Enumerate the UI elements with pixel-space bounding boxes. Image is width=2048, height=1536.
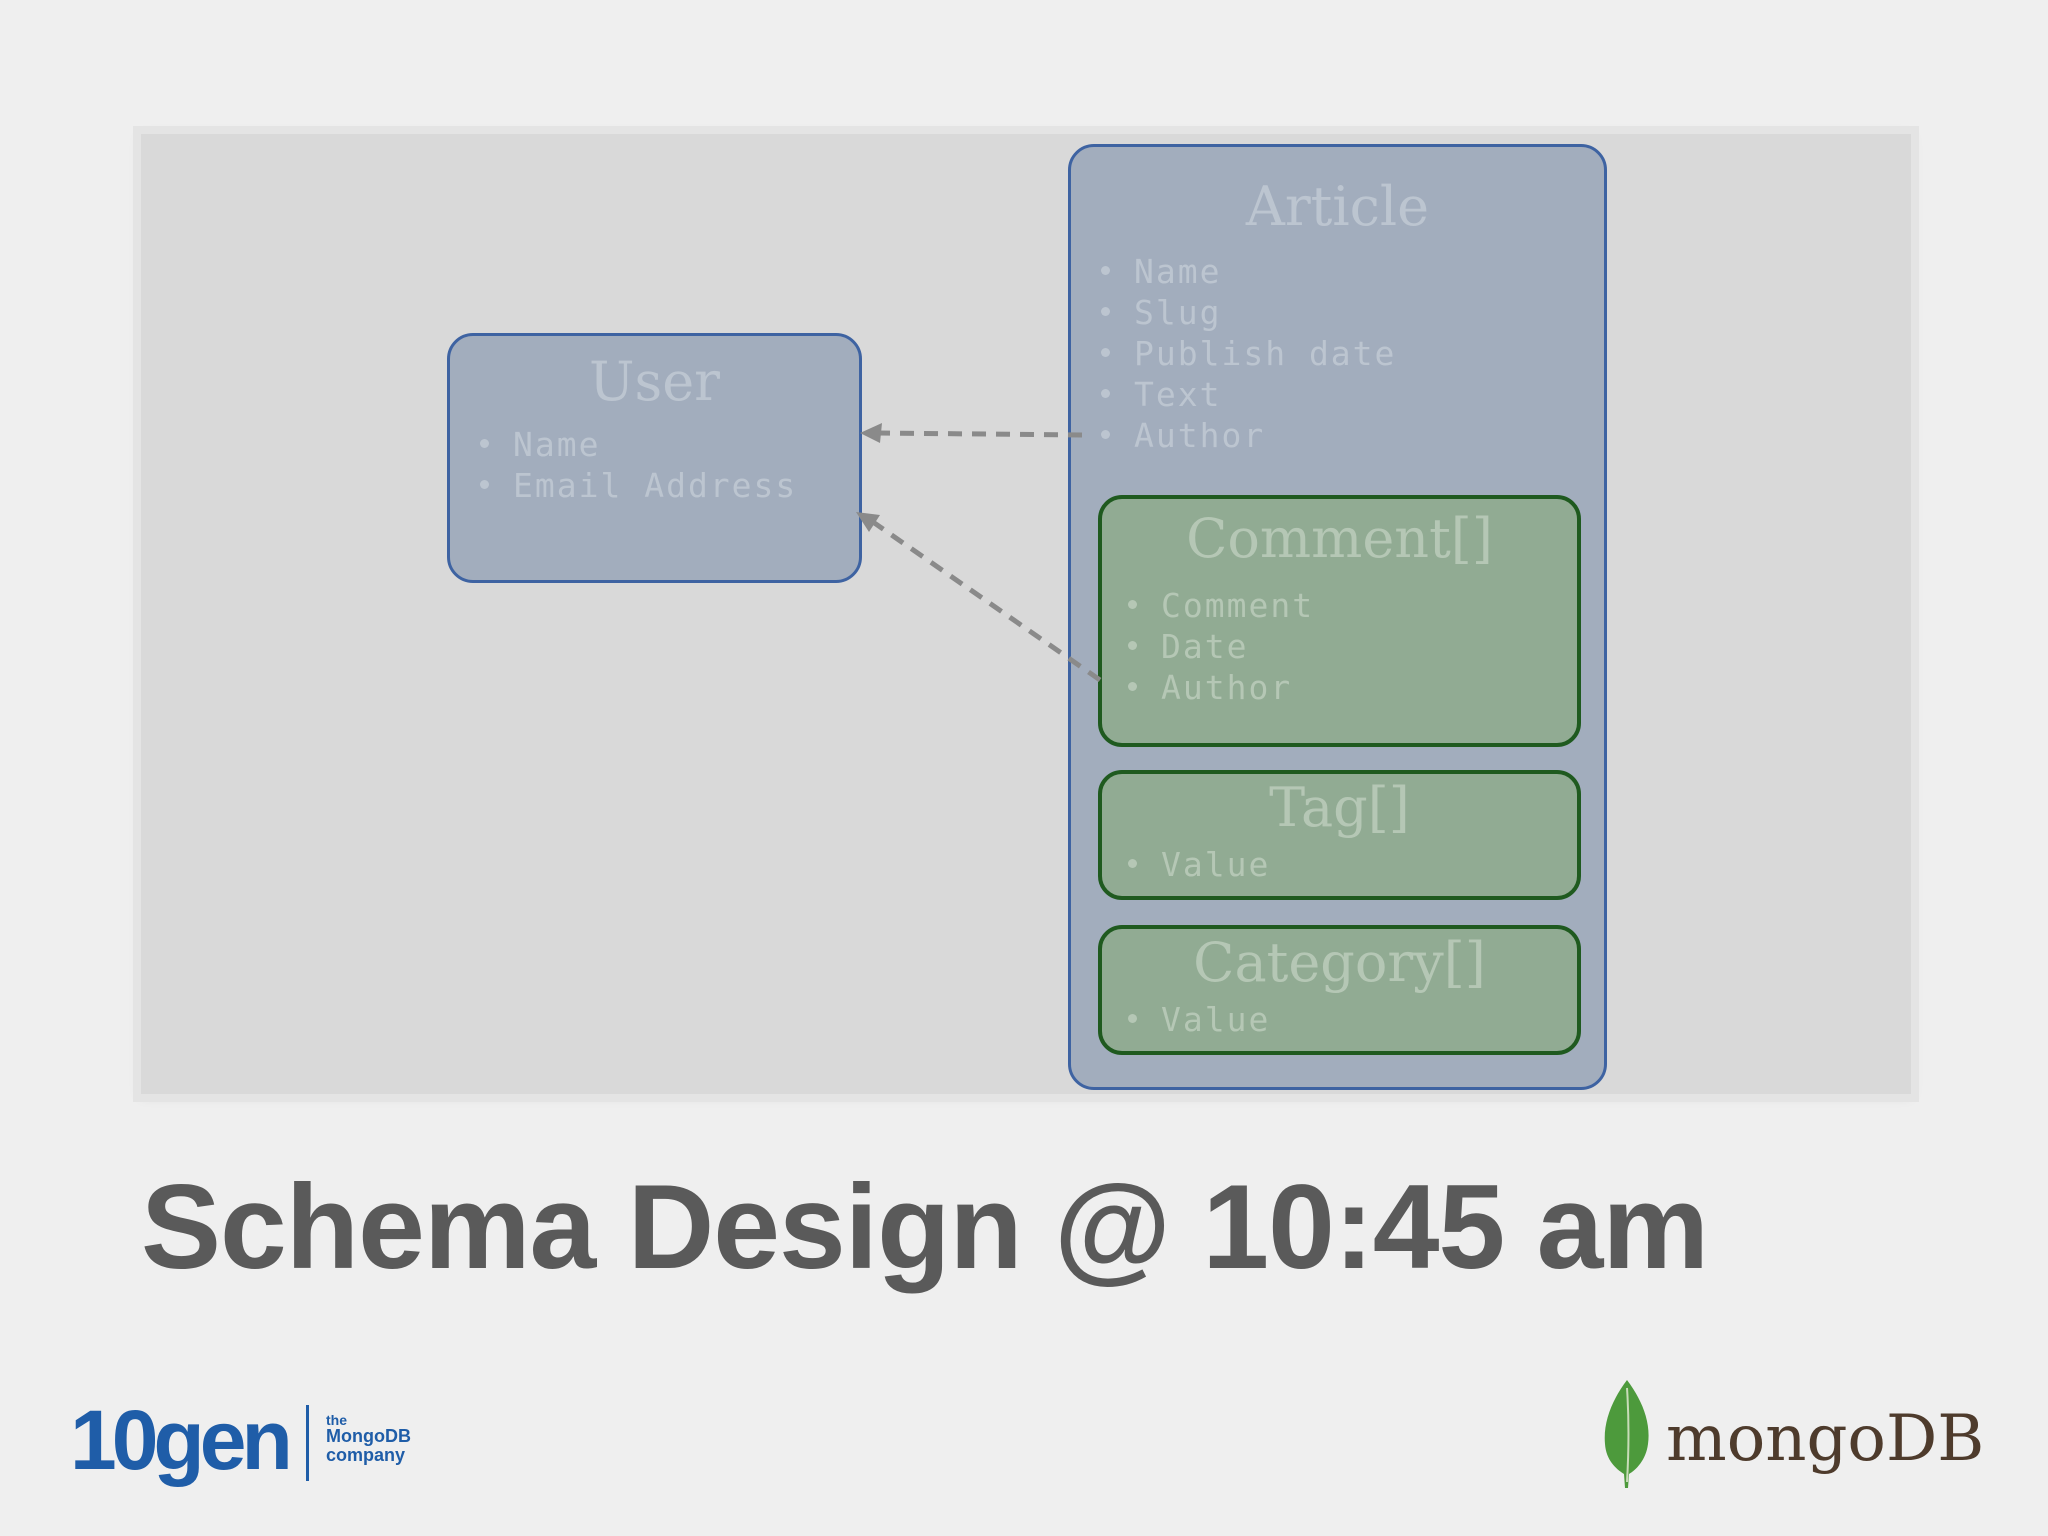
- category-field: Value: [1128, 999, 1270, 1040]
- article-field-list: Name Slug Publish date Text Author: [1101, 251, 1396, 456]
- category-field-list: Value: [1128, 999, 1270, 1040]
- mongodb-wordmark: mongoDB: [1666, 1402, 1985, 1476]
- article-field: Text: [1101, 374, 1396, 415]
- 10gen-logo: 10gen the MongoDB company: [70, 1395, 430, 1485]
- comment-field: Comment: [1128, 585, 1314, 626]
- comment-field: Author: [1128, 667, 1314, 708]
- article-field: Name: [1101, 251, 1396, 292]
- tagline-line: the: [326, 1412, 347, 1428]
- leaf-icon: [1604, 1380, 1649, 1488]
- slide-headline: Schema Design @ 10:45 am: [141, 1160, 1709, 1294]
- article-field: Slug: [1101, 292, 1396, 333]
- user-entity-title: User: [589, 350, 720, 413]
- tag-embedded-box: Tag[] Value: [1098, 770, 1581, 900]
- article-entity-title: Article: [1245, 175, 1430, 238]
- logo-divider: [306, 1405, 309, 1481]
- user-field-list: Name Email Address: [480, 424, 797, 506]
- user-field: Name: [480, 424, 797, 465]
- tag-field-list: Value: [1128, 844, 1270, 885]
- mongodb-logo: mongoDB: [1602, 1372, 1985, 1492]
- article-field: Author: [1101, 415, 1396, 456]
- tag-entity-title: Tag[]: [1269, 776, 1410, 839]
- category-entity-title: Category[]: [1193, 931, 1486, 994]
- tag-field: Value: [1128, 844, 1270, 885]
- diagram-panel: [141, 134, 1911, 1094]
- 10gen-wordmark: 10gen: [70, 1393, 293, 1487]
- tagline-line: company: [326, 1445, 406, 1465]
- user-field: Email Address: [480, 465, 797, 506]
- category-embedded-box: Category[] Value: [1098, 925, 1581, 1055]
- 10gen-tagline: the MongoDB company: [326, 1413, 436, 1465]
- user-entity-box: User Name Email Address: [447, 333, 862, 583]
- comment-entity-title: Comment[]: [1186, 507, 1493, 570]
- comment-field: Date: [1128, 626, 1314, 667]
- comment-embedded-box: Comment[] Comment Date Author: [1098, 495, 1581, 747]
- article-field: Publish date: [1101, 333, 1396, 374]
- tagline-line: MongoDB: [326, 1426, 411, 1446]
- comment-field-list: Comment Date Author: [1128, 585, 1314, 708]
